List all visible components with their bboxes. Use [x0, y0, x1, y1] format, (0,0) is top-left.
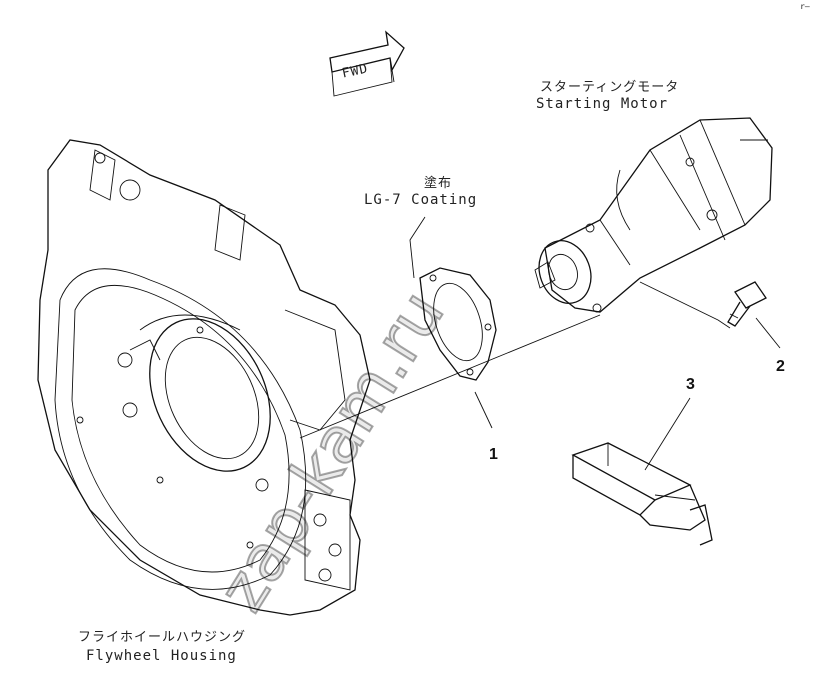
- gasket-leader-line: [474, 391, 493, 429]
- coating-label-jp: 塗布: [424, 176, 453, 191]
- coating-leader-line: [409, 216, 426, 279]
- callout-tool: 3: [686, 376, 695, 393]
- fwd-arrow-icon: [329, 30, 405, 97]
- flywheel-housing-label-en: Flywheel Housing: [86, 648, 237, 664]
- corner-mark: r—: [800, 2, 810, 11]
- alignment-line: [299, 314, 601, 439]
- bolt-leader-line: [755, 317, 781, 349]
- bolt-alignment-line: [639, 281, 731, 329]
- coating-label-en: LG-7 Coating: [364, 192, 478, 208]
- callout-gasket: 1: [489, 446, 498, 463]
- callout-bolt: 2: [776, 358, 785, 375]
- starting-motor-label-en: Starting Motor: [536, 96, 669, 112]
- tool-leader-line: [644, 397, 691, 471]
- flywheel-housing-drawing: [37, 139, 371, 616]
- starting-motor-drawing: [534, 117, 773, 313]
- bolt-drawing: [727, 281, 767, 327]
- flywheel-housing-label-jp: フライホイールハウジング: [78, 630, 247, 645]
- tool-drawing: [571, 442, 713, 546]
- starting-motor-label-jp: スターティングモータ: [540, 80, 680, 95]
- gasket-drawing: [419, 267, 497, 381]
